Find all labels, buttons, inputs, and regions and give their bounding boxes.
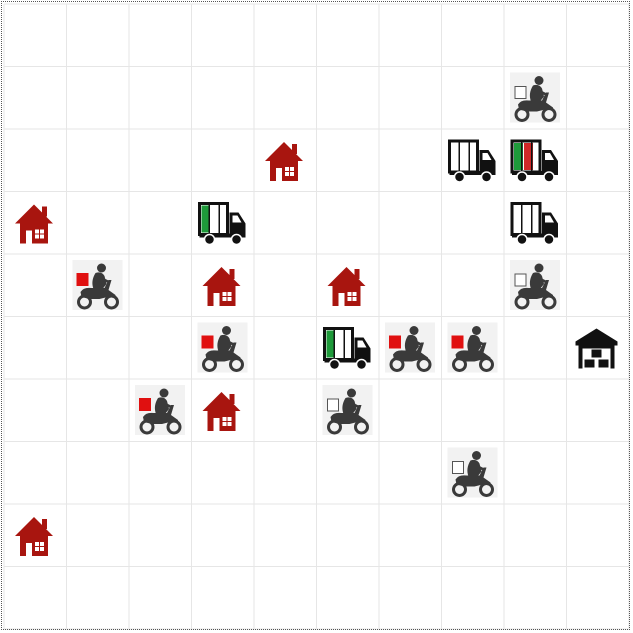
house-icon[interactable] xyxy=(265,142,303,181)
scooter-icon[interactable] xyxy=(72,260,123,310)
scooter-icon[interactable] xyxy=(447,322,498,373)
truck-icon[interactable] xyxy=(448,139,496,183)
scooter-icon[interactable] xyxy=(447,447,498,498)
scooter-icon[interactable] xyxy=(322,385,373,435)
scooter-icon[interactable] xyxy=(197,322,248,373)
scooter-icon[interactable] xyxy=(510,72,560,123)
scooter-icon[interactable] xyxy=(385,322,435,373)
truck-icon[interactable] xyxy=(323,327,371,371)
truck-icon[interactable] xyxy=(510,139,558,183)
warehouse-icon[interactable] xyxy=(575,328,618,369)
house-icon[interactable] xyxy=(327,267,366,306)
truck-icon[interactable] xyxy=(198,202,246,246)
house-icon[interactable] xyxy=(202,267,241,306)
pieces-layer xyxy=(15,72,618,556)
scooter-icon[interactable] xyxy=(510,260,560,310)
scooter-icon[interactable] xyxy=(135,385,185,435)
house-icon[interactable] xyxy=(15,204,53,244)
truck-icon[interactable] xyxy=(510,202,558,246)
house-icon[interactable] xyxy=(202,392,241,431)
house-icon[interactable] xyxy=(15,517,53,556)
